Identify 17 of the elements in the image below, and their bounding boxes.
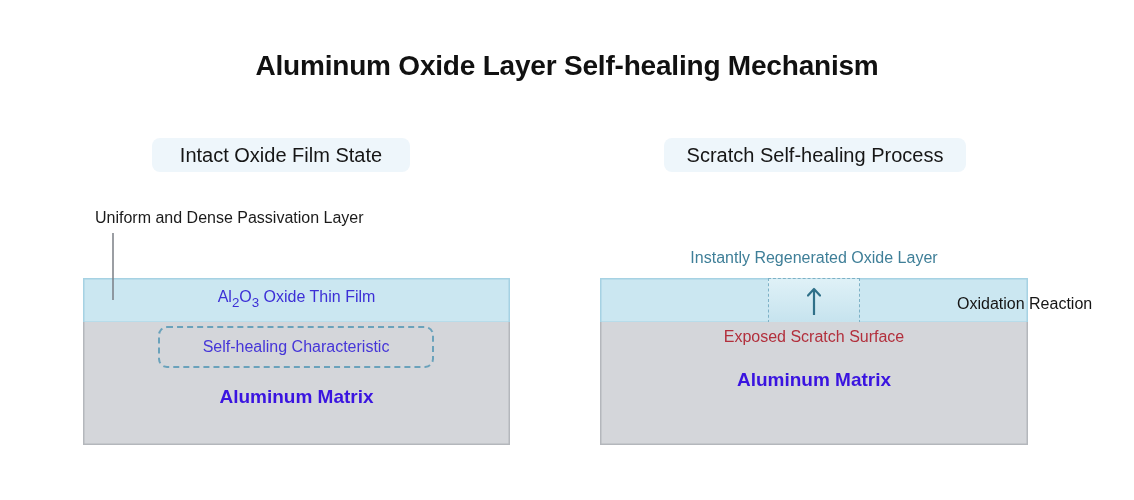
aluminum-matrix-block <box>600 322 1028 445</box>
scratch-zone <box>768 278 860 323</box>
section-heading: Scratch Self-healing Process <box>664 138 966 172</box>
leader-line <box>112 232 114 301</box>
matrix-label: Aluminum Matrix <box>219 386 374 408</box>
diagram-title: Aluminum Oxide Layer Self-healing Mechanism <box>255 49 879 83</box>
dashed-callout: Self-healing Characteristic <box>158 326 434 368</box>
oxide-film-layer <box>83 278 510 323</box>
layer-annotation: Instantly Regenerated Oxide Layer <box>690 248 938 268</box>
matrix-label: Aluminum Matrix <box>736 369 892 391</box>
surface-label: Exposed Scratch Surface <box>723 327 905 347</box>
film-label: Al$_{2}$O$_{3}$ Oxide Thin Film <box>217 287 376 312</box>
callout-text: Uniform and Dense Passivation Layer <box>95 206 385 230</box>
oxide-film-layer <box>600 278 1028 323</box>
section-heading: Intact Oxide Film State <box>152 138 410 172</box>
reaction-label: Oxidation Reaction <box>957 294 1093 314</box>
aluminum-matrix-block <box>83 322 510 445</box>
